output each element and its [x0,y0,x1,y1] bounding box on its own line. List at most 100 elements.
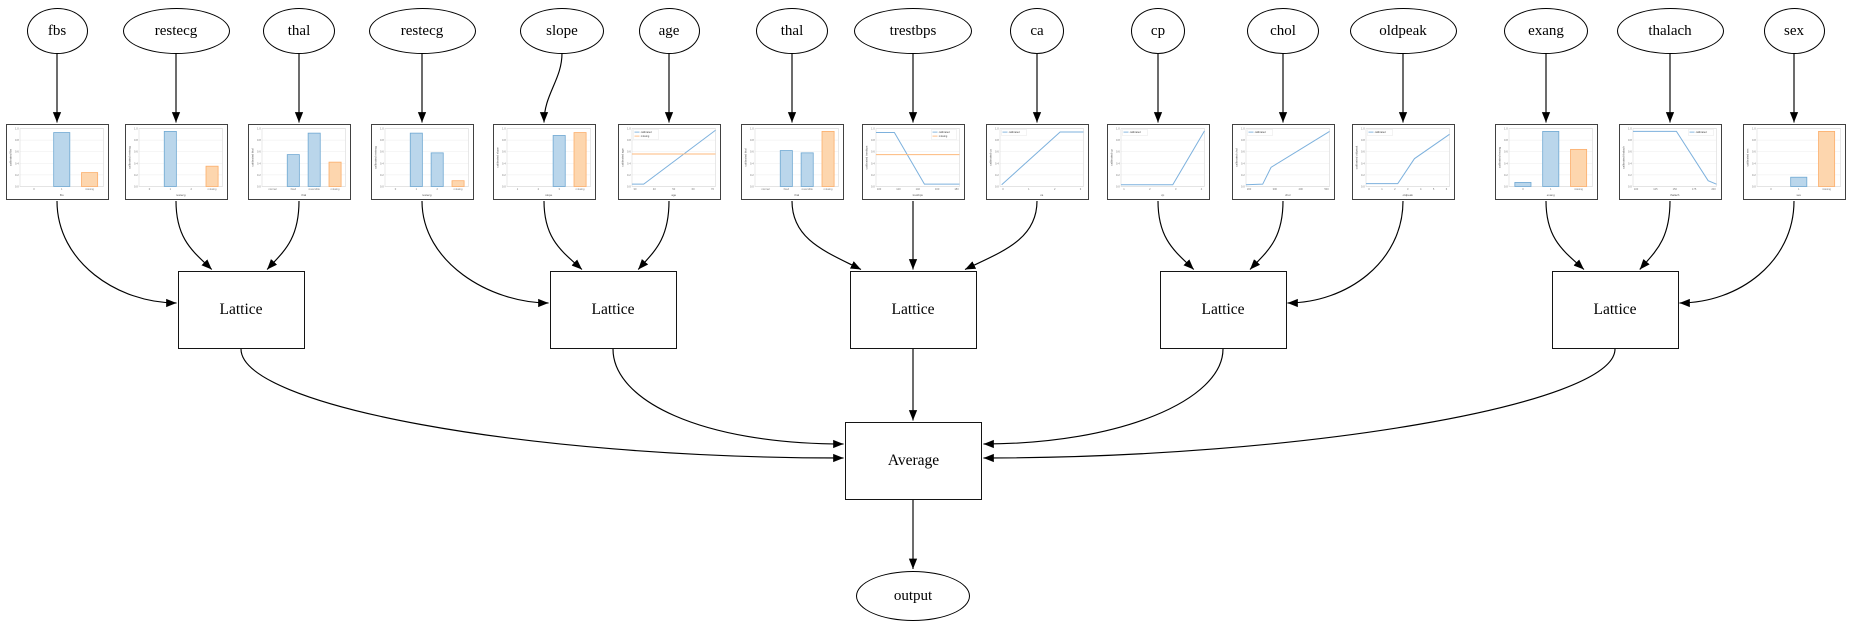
svg-text:2: 2 [1149,187,1151,191]
calibration-bar-blue [552,135,566,187]
svg-text:0.0: 0.0 [1628,185,1632,189]
calibration-line [1120,130,1205,186]
feature-label: age [658,22,680,39]
svg-text:0.2: 0.2 [257,173,261,177]
svg-text:0.6: 0.6 [134,150,138,154]
feature-label: ca [1030,22,1044,39]
feature-node-exang: exang [1504,8,1588,54]
svg-text:0.6: 0.6 [1628,150,1632,154]
svg-text:1.0: 1.0 [502,127,506,131]
feature-node-thal: thal [263,8,335,54]
svg-text:0.6: 0.6 [1241,150,1245,154]
edge [1287,200,1404,308]
svg-text:4: 4 [1419,187,1421,191]
svg-text:missing: missing [640,135,649,138]
svg-text:1: 1 [169,187,171,191]
svg-text:6: 6 [1445,187,1447,191]
svg-text:0.2: 0.2 [995,173,999,177]
svg-text:200: 200 [1246,187,1251,191]
svg-text:0.0: 0.0 [380,185,384,189]
edge [791,200,862,271]
svg-text:0.8: 0.8 [871,138,875,142]
svg-text:0.0: 0.0 [995,185,999,189]
edge [612,348,844,449]
svg-text:100: 100 [1633,187,1638,191]
x-axis-label: oldpeak [1402,193,1413,197]
svg-text:0.4: 0.4 [1504,161,1508,165]
lattice-node-2: Lattice [549,271,677,349]
svg-text:0.0: 0.0 [502,185,506,189]
svg-text:1.0: 1.0 [1752,127,1756,131]
svg-text:0: 0 [1368,187,1370,191]
y-axis-label: calibrated cp [1109,149,1113,166]
svg-text:40: 40 [652,187,655,191]
feature-label: oldpeak [1379,22,1427,39]
average-label: Average [887,452,940,469]
x-axis-label: trestbps [912,193,923,197]
x-axis-label: cp [1161,193,1164,197]
svg-text:1.0: 1.0 [627,127,631,131]
feature-node-restecg: restecg [122,8,230,54]
svg-text:150: 150 [1672,187,1677,191]
calibration-bar-orange [573,132,587,187]
svg-text:0.6: 0.6 [502,150,506,154]
svg-text:calibrated: calibrated [1254,131,1265,134]
edge [543,200,583,270]
svg-text:400: 400 [1298,187,1303,191]
x-axis-label: ca [1040,193,1043,197]
svg-text:1.0: 1.0 [995,127,999,131]
svg-text:calibrated: calibrated [1374,131,1385,134]
svg-text:1: 1 [1550,187,1552,191]
svg-text:1: 1 [1798,187,1800,191]
calibration-line [1245,130,1330,186]
feature-node-sex: sex [1763,8,1825,54]
svg-text:3: 3 [1079,187,1081,191]
svg-text:missing: missing [85,187,94,191]
x-axis-label: slope [545,193,552,197]
svg-text:0.2: 0.2 [1361,173,1365,177]
svg-text:0.6: 0.6 [257,150,261,154]
feature-label: exang [1528,22,1564,39]
svg-text:0.6: 0.6 [15,150,19,154]
svg-text:0.4: 0.4 [15,161,19,165]
svg-text:1.0: 1.0 [1628,127,1632,131]
svg-text:3: 3 [558,187,560,191]
svg-text:calibrated: calibrated [1129,131,1140,134]
svg-text:0.4: 0.4 [380,161,384,165]
svg-text:500: 500 [1324,187,1329,191]
svg-text:1.0: 1.0 [1504,127,1508,131]
svg-text:4: 4 [1200,187,1202,191]
calibration-bar-blue [800,152,814,187]
svg-text:2: 2 [190,187,192,191]
svg-text:140: 140 [915,187,920,191]
legend: calibrated [1000,129,1027,136]
lattice-node-1: Lattice [177,271,305,349]
lattice-label: Lattice [1593,301,1637,318]
edge [964,200,1038,271]
x-axis-label: thal [301,193,306,197]
svg-text:0.6: 0.6 [871,150,875,154]
calibration-bar-blue [779,150,793,187]
feature-node-chol: chol [1247,8,1319,54]
svg-text:160: 160 [934,187,939,191]
svg-text:0.6: 0.6 [1504,150,1508,154]
svg-text:0.8: 0.8 [627,138,631,142]
svg-text:0.0: 0.0 [1752,185,1756,189]
legend: calibrated [1366,129,1393,136]
svg-text:0.4: 0.4 [1116,161,1120,165]
svg-text:0.8: 0.8 [750,138,754,142]
legend: calibrated [1246,129,1273,136]
feature-node-trestbps: trestbps [854,8,972,54]
y-axis-label: calibrated fbs [8,148,12,166]
svg-text:120: 120 [896,187,901,191]
svg-text:1: 1 [516,187,518,191]
edge [421,200,549,308]
calibration-line [1632,130,1717,185]
edge [637,200,670,270]
svg-text:30: 30 [633,187,636,191]
svg-text:missing: missing [330,187,339,191]
